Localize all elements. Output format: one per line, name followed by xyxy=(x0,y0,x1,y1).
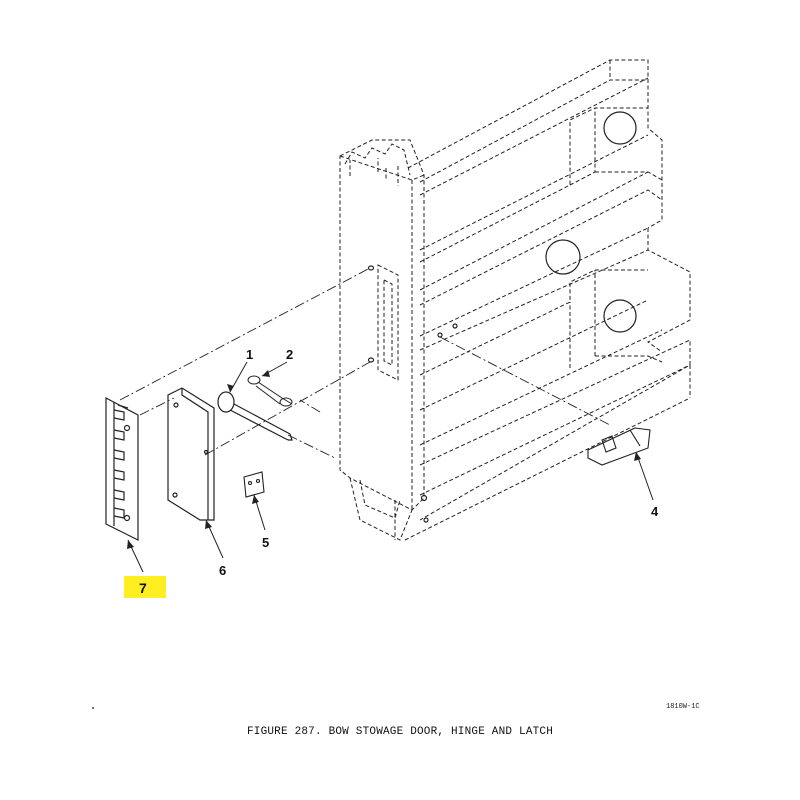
stray-dot xyxy=(92,707,94,709)
door-panel-part-6 xyxy=(167,387,215,521)
drawing-id: 1810W-1C xyxy=(666,703,700,711)
callout-2-label: 2 xyxy=(286,347,294,362)
figure-caption: FIGURE 287. BOW STOWAGE DOOR, HINGE AND … xyxy=(246,726,554,738)
hinge-pin-part-1 xyxy=(217,391,293,441)
middle-hole xyxy=(545,239,581,275)
callout-7-highlight xyxy=(124,576,166,598)
lanyard-part-2 xyxy=(247,375,293,407)
plate-part-5 xyxy=(243,471,265,498)
callout-5-label: 5 xyxy=(262,535,270,550)
callout-arrowheads xyxy=(127,370,641,549)
assembly-lines xyxy=(119,267,611,459)
callout-4-label: 4 xyxy=(651,504,659,519)
holes xyxy=(367,111,637,523)
lower-hole xyxy=(603,299,637,333)
callout-1-label: 1 xyxy=(246,347,254,362)
upper-hole xyxy=(603,111,637,145)
hinge-part-7 xyxy=(105,397,139,541)
stowage-box-structure xyxy=(339,59,691,541)
callout-6-label: 6 xyxy=(219,563,227,578)
latch-part-4 xyxy=(587,427,651,466)
callout-7-label: 7 xyxy=(139,580,147,596)
